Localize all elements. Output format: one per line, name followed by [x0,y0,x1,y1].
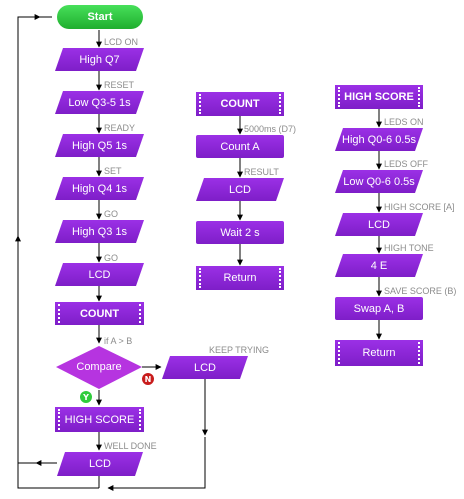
label-set: SET [104,166,122,176]
label-reset: RESET [104,80,135,90]
count-return[interactable]: Return [196,266,284,290]
label-high-score-a: HIGH SCORE [A] [384,202,455,212]
node-count-lcd[interactable]: LCD [196,178,284,201]
label-5000ms: 5000ms (D7) [244,124,297,134]
node-high-q7-label: High Q7 [79,53,120,66]
call-high-score-label: HIGH SCORE [64,413,135,426]
yes-badge: Y [80,391,92,403]
node-high-q4[interactable]: High Q4 1s [55,177,144,200]
high-score-subroutine-title-label: HIGH SCORE [344,91,414,103]
label-if-a-gt-b: if A > B [104,336,133,346]
node-lcd-main[interactable]: LCD [55,263,144,286]
node-count-a[interactable]: Count A [196,135,284,158]
high-score-return[interactable]: Return [335,340,423,366]
node-hs-lcd[interactable]: LCD [335,213,423,236]
label-result: RESULT [244,167,279,177]
label-go-2: GO [104,253,119,263]
node-high-q3[interactable]: High Q3 1s [55,220,144,243]
label-ready: READY [104,123,136,133]
node-low-q0-6[interactable]: Low Q0-6 0.5s [335,170,423,193]
node-lcd-well-done[interactable]: LCD [57,452,143,476]
node-high-q0-6-label: High Q0-6 0.5s [342,133,416,146]
count-subroutine-title-label: COUNT [220,98,260,110]
call-count-label: COUNT [79,307,120,320]
label-go-1: GO [104,209,119,219]
label-well-done: WELL DONE [104,441,157,451]
node-high-q0-6[interactable]: High Q0-6 0.5s [335,128,423,151]
label-lcd-on: LCD ON [104,37,139,47]
label-leds-off: LEDS OFF [384,159,429,169]
no-badge: N [142,373,154,385]
node-lcd-well-done-label: LCD [88,458,111,470]
node-high-q5-label: High Q5 1s [71,139,128,152]
compare-diamond[interactable] [56,346,142,389]
node-low-q3-5[interactable]: Low Q3-5 1s [55,91,144,114]
count-return-label: Return [223,272,257,284]
call-high-score[interactable]: HIGH SCORE [55,407,144,432]
node-hs-lcd-label: LCD [367,218,390,231]
compare-label: Compare [76,361,122,373]
node-swap[interactable]: Swap A, B [335,297,423,320]
call-count[interactable]: COUNT [55,302,144,325]
compare-label-box: Compare [60,359,138,375]
node-swap-label: Swap A, B [353,302,405,315]
node-count-lcd-label: LCD [228,183,251,196]
label-high-tone: HIGH TONE [384,243,434,253]
label-leds-on: LEDS ON [384,117,424,127]
node-lcd-keep-trying[interactable]: LCD [162,356,248,379]
node-lcd-main-label: LCD [88,268,111,281]
start-terminal[interactable]: Start [57,5,143,29]
high-score-subroutine-title[interactable]: HIGH SCORE [335,85,423,109]
node-wait-label: Wait 2 s [220,226,260,239]
count-subroutine-title[interactable]: COUNT [196,92,284,116]
node-count-a-label: Count A [220,140,260,153]
node-tone-label: 4 E [370,259,388,272]
node-tone[interactable]: 4 E [335,254,423,277]
node-high-q7[interactable]: High Q7 [55,48,144,71]
node-high-q5[interactable]: High Q5 1s [55,134,144,157]
start-label: Start [87,11,113,23]
node-low-q0-6-label: Low Q0-6 0.5s [343,175,415,188]
node-wait[interactable]: Wait 2 s [196,221,284,244]
node-high-q4-label: High Q4 1s [71,182,128,195]
label-keep-trying: KEEP TRYING [209,345,270,355]
label-save-score: SAVE SCORE (B) [384,286,457,296]
node-lcd-keep-trying-label: LCD [193,361,216,374]
node-low-q3-5-label: Low Q3-5 1s [68,96,131,109]
node-high-q3-label: High Q3 1s [71,225,128,238]
high-score-return-label: Return [362,347,396,359]
